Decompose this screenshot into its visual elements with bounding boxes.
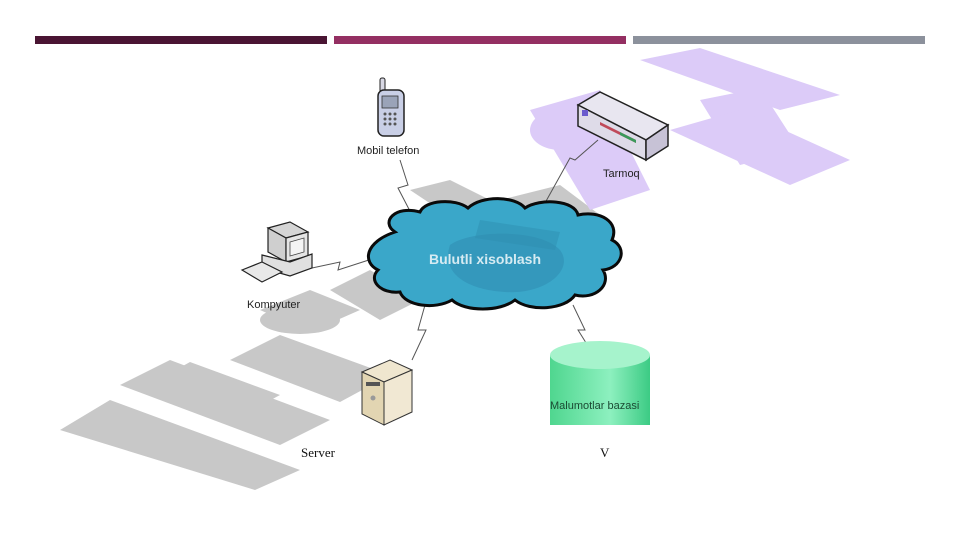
phone-label: Mobil telefon <box>357 145 420 157</box>
server-icon <box>360 359 414 426</box>
computer-label: Kompyuter <box>247 299 301 311</box>
server-label: Server <box>301 445 335 460</box>
database-icon <box>550 341 650 425</box>
watermark-purple <box>530 48 850 210</box>
link-network <box>539 139 599 213</box>
link-phone <box>397 159 413 216</box>
header-bar-1 <box>35 36 327 44</box>
cloud-label: Bulutli xisoblash <box>429 251 542 267</box>
cloud-icon <box>367 197 623 311</box>
network-label: Tarmoq <box>603 168 640 180</box>
link-server <box>411 304 427 361</box>
computer-icon <box>240 221 313 283</box>
network-device-icon <box>576 91 670 162</box>
watermark-gray <box>60 180 600 490</box>
database-label: Malumotlar bazasi <box>550 400 640 412</box>
mobile-phone-icon <box>377 77 405 137</box>
header-bar-2 <box>334 36 626 44</box>
link-computer <box>311 257 376 271</box>
header-bar-3 <box>633 36 925 44</box>
extra-label: V <box>600 445 610 460</box>
